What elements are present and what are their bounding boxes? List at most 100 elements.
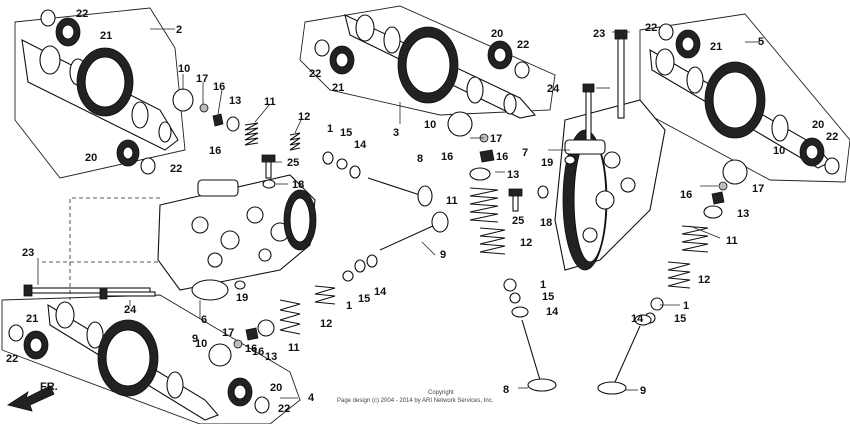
callout-1-c48: 1 [683,300,689,312]
assembly-4-box [1,294,301,425]
bearing-20-bottom [227,377,253,407]
callout-15-c16: 15 [340,127,352,139]
callout-14-c17: 14 [354,139,367,151]
callout-15-c63: 15 [358,293,370,305]
spring-12-right [667,261,691,289]
callout-16-c69: 16 [252,346,264,358]
callout-17-c25: 17 [490,133,502,145]
callout-22-c73: 22 [6,353,18,365]
callout-1-c15: 1 [327,123,333,135]
bearing-20-left [116,139,140,167]
callout-16-c6: 16 [213,81,225,93]
callout-9-c51: 9 [440,249,446,261]
callout-22-c21: 22 [309,68,321,80]
bolt-24-left [99,288,156,300]
valve-9-middle [379,211,449,251]
shim-17-upper-left [199,103,209,113]
callout-16-c26: 16 [441,151,453,163]
bearing-21-middle [329,45,355,75]
callout-19-c60: 19 [236,292,248,304]
callout-22-c20: 22 [517,39,529,51]
cotter-16-center [479,149,495,163]
callout-15-c53: 15 [542,291,554,303]
callout-22-c12: 22 [170,163,182,175]
callout-5-c39: 5 [758,36,764,48]
callout-17-c43: 17 [752,183,764,195]
callout-10-c42: 10 [773,145,785,157]
cotter-16-right [711,191,725,205]
callout-25-c31: 25 [512,215,524,227]
washer-18-center [537,185,549,199]
spring-11-lower-left [279,299,301,335]
washer-14-lower-left [366,254,378,268]
callout-17-c66: 17 [222,327,234,339]
dashed-guides [40,197,160,300]
callout-24-c58: 24 [124,304,137,316]
assembly-2-box [14,7,186,179]
callout-23-c33: 23 [593,28,605,40]
callout-8-c18: 8 [417,153,423,165]
callout-13-c70: 13 [265,351,277,363]
callout-9-c56: 9 [640,385,646,397]
assembly-3-box [299,5,556,116]
seal-1-lower-left [342,270,354,282]
copyright-line-1: Copyright [428,390,454,396]
retainer-13-upper-left [226,116,240,132]
bolt-24-right [582,83,595,141]
callout-20-c11: 20 [85,152,97,164]
valve-8-lower [521,319,557,392]
retainer-13-center [469,167,491,181]
callout-20-c40: 20 [812,119,824,131]
callout-25-c13: 25 [287,157,299,169]
callout-16-c8: 16 [209,145,221,157]
callout-22-c37: 22 [645,22,657,34]
camshaft-4 [47,301,219,421]
spring-11-center [469,187,499,223]
callout-14-c50: 14 [631,313,644,325]
spring-11-right [681,225,709,253]
bearing-21-top-left [55,17,81,47]
callout-11-c9: 11 [264,96,276,108]
callout-22-c75: 22 [278,403,290,415]
callout-21-c22: 21 [332,82,344,94]
callout-21-c72: 21 [26,313,38,325]
spring-12-center [479,227,506,255]
bolt-25-center [508,188,523,212]
callout-24-c34: 24 [547,83,560,95]
callout-10-c24: 10 [424,119,436,131]
cam-holder-7 [554,99,666,271]
front-label: FR. [40,381,58,393]
bearing-20-middle [487,40,513,70]
retainer-13-right [703,205,723,219]
callout-15-c49: 15 [674,313,686,325]
camshaft-2 [21,39,179,151]
callout-20-c19: 20 [491,28,503,40]
clip-22-right-bottom [824,157,840,175]
seal-1-right [650,297,664,311]
callout-9-c65: 9 [192,333,198,345]
seal-1-center [503,278,517,292]
washer-14-right [634,314,652,326]
callout-12-c10: 12 [298,111,310,123]
callout-12-c30: 12 [520,237,532,249]
valve-8-upper [367,177,433,207]
spring-12-lower-left [314,285,336,305]
lifter-10-right [722,159,748,185]
seat-15-upper [336,158,348,170]
clip-22-top-left [40,9,56,27]
shim-17-right [718,181,728,191]
callout-18-c14: 18 [292,179,304,191]
callout-21-c38: 21 [710,41,722,53]
callout-2-c3: 2 [176,24,182,36]
camshaft-3 [344,14,537,119]
bearing-21-right [675,29,701,59]
bearing-21-bottom-left [23,330,49,360]
lifter-10-lower-left [208,343,232,367]
bolt-23-right [614,29,628,119]
spring-11-upper-left [244,122,259,146]
lifter-10-upper-left [172,88,194,112]
seat-15-center [509,292,521,304]
